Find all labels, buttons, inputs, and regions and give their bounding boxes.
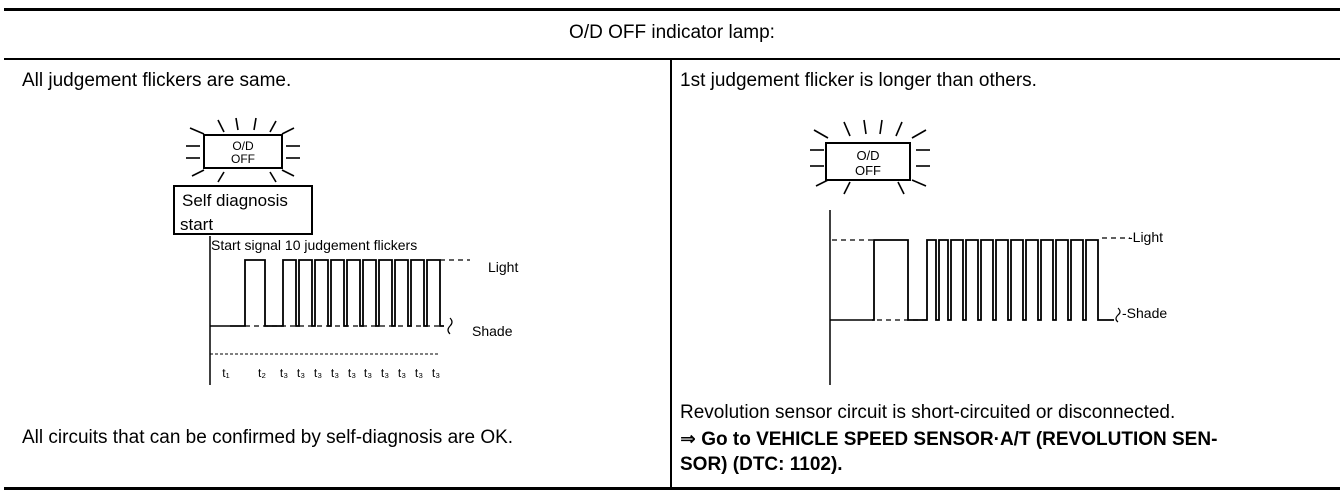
left-shade-brace — [447, 317, 453, 335]
right-lamp-rays — [810, 119, 930, 195]
left-lamp-line2: OFF — [231, 152, 255, 166]
right-light-label: -Light — [1128, 229, 1163, 245]
left-waveform-path — [230, 259, 444, 327]
right-result-line3: SOR) (DTC: 1102). — [680, 454, 843, 475]
time-label: t₃ — [364, 366, 372, 380]
right-caption: 1st judgement flicker is longer than oth… — [680, 70, 1037, 91]
right-result-line1: Revolution sensor circuit is short-circu… — [680, 402, 1176, 423]
time-label: t₃ — [280, 366, 288, 380]
signal-label: Start signal 10 judgement flickers — [211, 237, 417, 253]
left-lamp-rays — [186, 117, 300, 183]
right-shade-label: -Shade — [1122, 305, 1167, 321]
table-header-title: O/D OFF indicator lamp: — [569, 22, 775, 43]
time-label: t₃ — [432, 366, 440, 380]
time-label: t₃ — [381, 366, 389, 380]
time-label: t₁ — [222, 366, 229, 380]
time-label: t₃ — [415, 366, 423, 380]
time-label: t₃ — [297, 366, 305, 380]
right-shade-brace — [1115, 307, 1121, 323]
column-divider — [670, 58, 672, 490]
left-lamp-line1: O/D — [232, 139, 254, 153]
right-result-line2: ⇒ Go to VEHICLE SPEED SENSOR·A/T (REVOLU… — [680, 429, 1218, 450]
left-waveform — [230, 259, 444, 327]
left-lamp-box — [203, 134, 283, 169]
right-waveform — [872, 239, 1114, 321]
header-divider — [4, 58, 1340, 60]
time-label: t₃ — [314, 366, 322, 380]
right-flicker-diagram: O/D OFF -Light -Shade — [810, 119, 1167, 385]
left-light-label: Light — [488, 259, 518, 275]
time-label: t₂ — [258, 366, 266, 380]
right-waveform-path — [872, 239, 1114, 321]
right-lamp-box — [825, 142, 911, 181]
left-caption: All judgement flickers are same. — [22, 70, 292, 91]
top-rule — [4, 8, 1340, 11]
left-time-labels: t₁ t₂ t₃ t₃ t₃ t₃ t₃ t₃ t₃ t₃ t₃ t₃ — [222, 366, 440, 380]
time-label: t₃ — [398, 366, 406, 380]
time-label: t₃ — [348, 366, 356, 380]
bottom-rule — [4, 487, 1340, 490]
self-diagnosis-box — [173, 185, 313, 235]
self-diagnosis-line1: Self diagnosis — [182, 191, 288, 210]
self-diagnosis-line2: start — [180, 215, 213, 234]
left-shade-label: Shade — [472, 323, 513, 339]
left-result: All circuits that can be confirmed by se… — [22, 427, 514, 448]
right-lamp-line2: OFF — [855, 163, 881, 178]
left-flicker-diagram: O/D OFF Self diagnosis start Start signa… — [173, 117, 518, 385]
time-label: t₃ — [331, 366, 339, 380]
right-lamp-line1: O/D — [856, 148, 879, 163]
